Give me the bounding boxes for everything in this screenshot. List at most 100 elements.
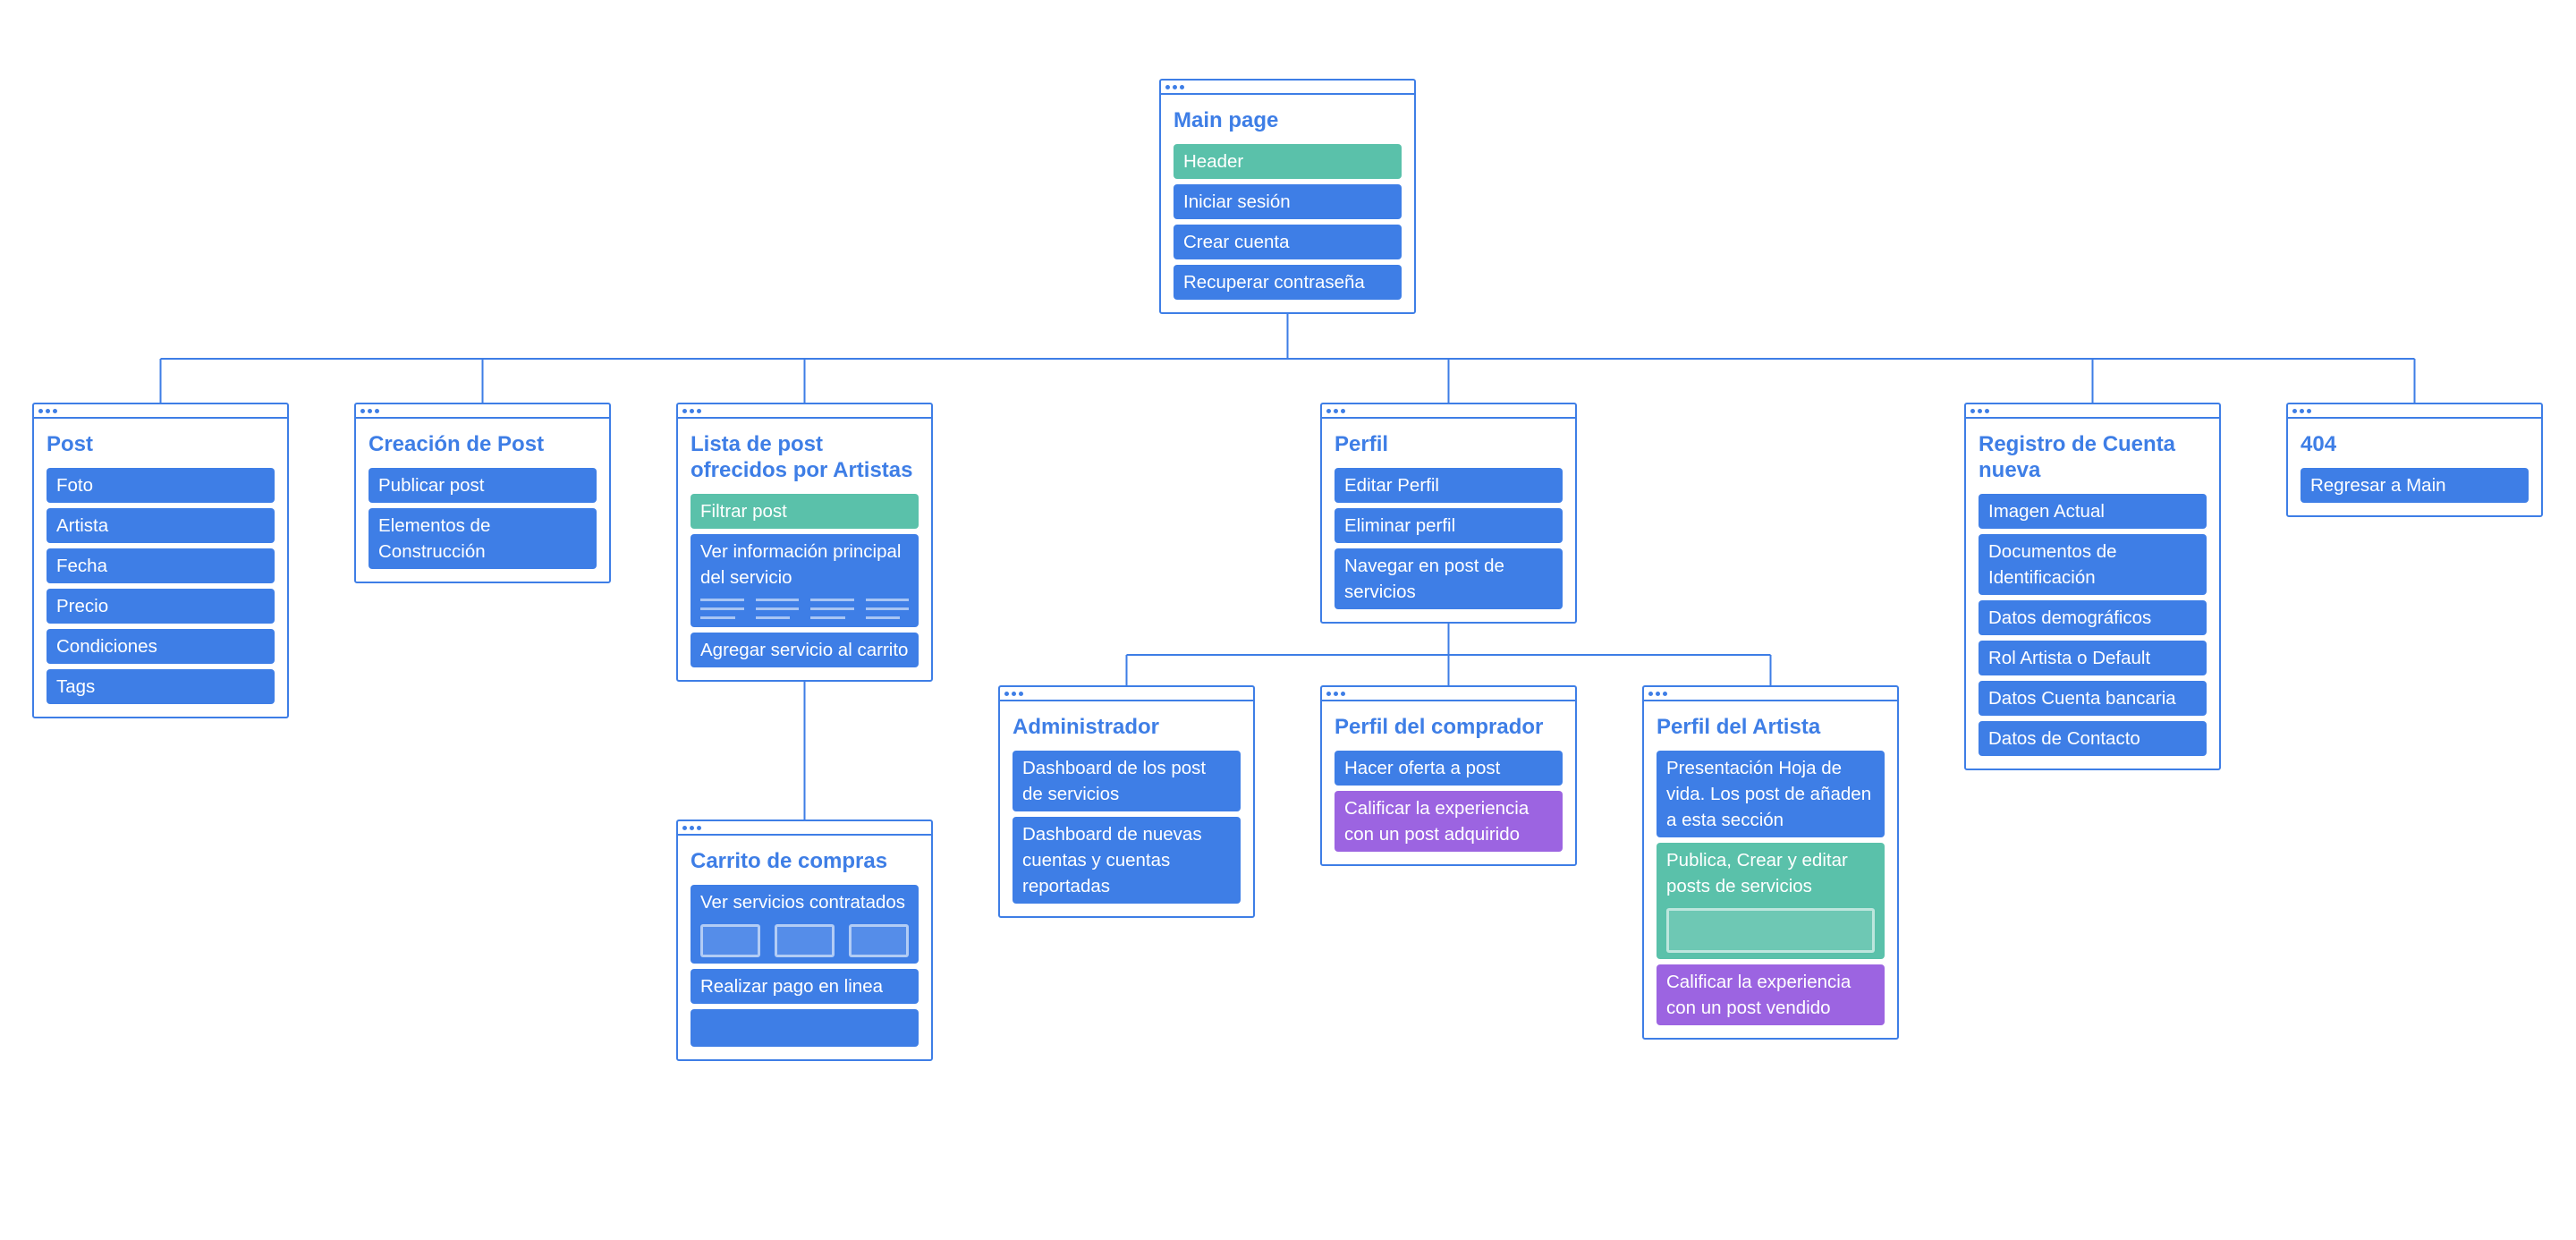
window-dots-icon	[678, 404, 931, 419]
card-item-label: Regresar a Main	[2310, 475, 2446, 496]
card-item: Datos de Contacto	[1979, 721, 2207, 756]
card-item-label: Eliminar perfil	[1344, 515, 1456, 536]
card-item: Rol Artista o Default	[1979, 641, 2207, 675]
card-items: Presentación Hoja de vida. Los post de a…	[1644, 751, 1897, 1038]
card-item: Hacer oferta a post	[1335, 751, 1563, 786]
card-item: Ver servicios contratados	[691, 885, 919, 964]
card-item: Publicar post	[369, 468, 597, 503]
card-item-label: Dashboard de los post de servicios	[1022, 758, 1207, 804]
card-item: Calificar la experiencia con un post ven…	[1657, 964, 1885, 1025]
card-item: Condiciones	[47, 629, 275, 664]
window-dots-icon	[1322, 404, 1575, 419]
card-item: Dashboard de los post de servicios	[1013, 751, 1241, 811]
card-item: Crear cuenta	[1174, 225, 1402, 259]
window-dots-icon	[678, 821, 931, 836]
card-item-label: Editar Perfil	[1344, 475, 1439, 496]
card-item-label: Datos de Contacto	[1988, 728, 2140, 749]
card-item-label: Datos Cuenta bancaria	[1988, 688, 2176, 709]
window-dots-icon	[1322, 687, 1575, 701]
card-item: Filtrar post	[691, 494, 919, 529]
card-item: Elementos de Construcción	[369, 508, 597, 569]
card-item-label: Ver información principal del servicio	[700, 541, 902, 588]
card-item: Recuperar contraseña	[1174, 265, 1402, 300]
card-item-label: Calificar la experiencia con un post ven…	[1666, 972, 1852, 1018]
card-item-label: Filtrar post	[700, 501, 787, 522]
card-title: Main page	[1174, 108, 1279, 132]
card-item-label: Crear cuenta	[1183, 232, 1290, 252]
card-item-label: Publicar post	[378, 475, 485, 496]
card-item: Tags	[47, 669, 275, 704]
window-dots-icon	[34, 404, 287, 419]
card-item: Documentos de Identificación	[1979, 534, 2207, 595]
card-item: Regresar a Main	[2301, 468, 2529, 503]
card-title: Administrador	[1013, 715, 1160, 739]
card-item: Publica, Crear y editar posts de servici…	[1657, 843, 1885, 959]
card-item-label: Condiciones	[56, 636, 157, 657]
card-item-label: Hacer oferta a post	[1344, 758, 1501, 778]
card-item-label: Publica, Crear y editar posts de servici…	[1666, 850, 1848, 896]
card-item: Dashboard de nuevas cuentas y cuentas re…	[1013, 817, 1241, 904]
card-title: Post	[47, 432, 94, 456]
card-item: Presentación Hoja de vida. Los post de a…	[1657, 751, 1885, 837]
card-item: Ver información principal del servicio	[691, 534, 919, 627]
card-item: Foto	[47, 468, 275, 503]
card-item-label: Artista	[56, 515, 109, 536]
card-item: Eliminar perfil	[1335, 508, 1563, 543]
card-item: Agregar servicio al carrito	[691, 633, 919, 667]
card-item: Editar Perfil	[1335, 468, 1563, 503]
card-item-label: Header	[1183, 151, 1244, 172]
window-dots-icon	[1161, 81, 1414, 95]
card-item-label: Recuperar contraseña	[1183, 272, 1365, 293]
text-placeholder-icon	[700, 599, 909, 619]
window-dots-icon	[1966, 404, 2219, 419]
card-item-label: Presentación Hoja de vida. Los post de a…	[1666, 758, 1872, 830]
card-title: Perfil del Artista	[1657, 715, 1821, 739]
card-title: Creación de Post	[369, 432, 545, 456]
window-dots-icon	[356, 404, 609, 419]
card-item-label: Dashboard de nuevas cuentas y cuentas re…	[1022, 824, 1202, 896]
card-item: Header	[1174, 144, 1402, 179]
card-item: Datos demográficos	[1979, 600, 2207, 635]
card-item-label: Fecha	[56, 556, 107, 576]
card-title: Carrito de compras	[691, 849, 888, 873]
card-item-label: Datos demográficos	[1988, 607, 2152, 628]
window-dots-icon	[2288, 404, 2541, 419]
card-title: Perfil del comprador	[1335, 715, 1544, 739]
card-item: Artista	[47, 508, 275, 543]
content-placeholder-icon	[1666, 908, 1875, 953]
card-items: Regresar a Main	[2288, 468, 2541, 515]
card-item-label: Tags	[56, 676, 96, 697]
card-item-label: Calificar la experiencia con un post adq…	[1344, 798, 1530, 845]
card-item: Realizar pago en linea	[691, 969, 919, 1004]
card-title: Lista de post ofrecidos por Artistas	[691, 432, 913, 482]
window-dots-icon	[1644, 687, 1897, 701]
card-item-label: Agregar servicio al carrito	[700, 640, 909, 660]
card-item-label: Elementos de Construcción	[378, 515, 491, 562]
thumbnail-placeholder-icon	[700, 924, 909, 957]
card-title: Perfil	[1335, 432, 1389, 456]
card-item-label: Ver servicios contratados	[700, 892, 906, 913]
card-item: Precio	[47, 589, 275, 624]
card-item-label: Imagen Actual	[1988, 501, 2105, 522]
card-item: Fecha	[47, 548, 275, 583]
card-item-label: Iniciar sesión	[1183, 191, 1291, 212]
card-item: Imagen Actual	[1979, 494, 2207, 529]
window-dots-icon	[1000, 687, 1253, 701]
